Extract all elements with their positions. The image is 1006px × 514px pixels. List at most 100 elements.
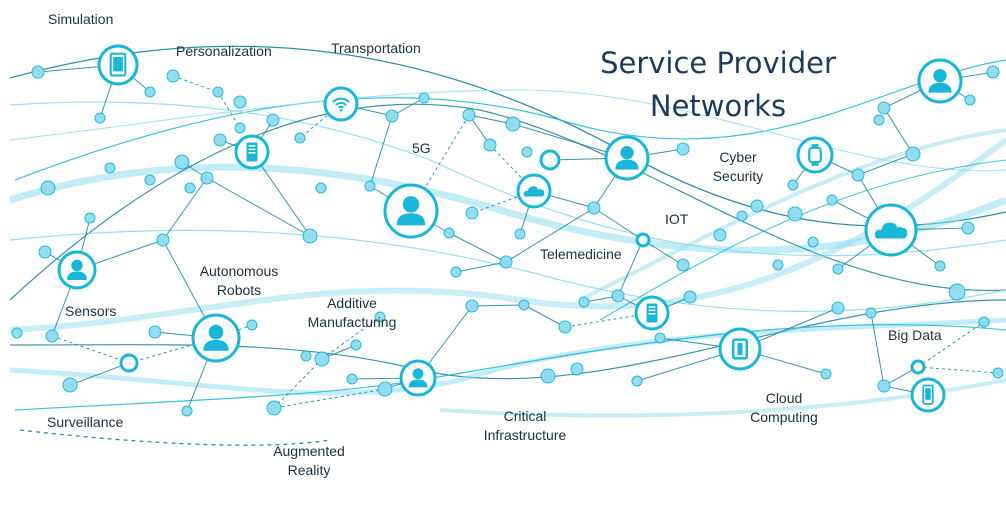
network-link [593,207,644,241]
network-link [523,304,566,328]
network-node-dot [611,289,625,303]
network-node-dot [514,228,526,240]
network-node-dot [787,179,799,191]
network-node-dot [385,109,399,123]
network-node-dot [144,174,156,186]
network-node-dot [350,339,362,351]
network-node-dot [443,227,455,239]
network-node-dot [578,296,590,308]
network-link [917,366,999,374]
network-node-dot [631,375,643,387]
network-node-dot [570,362,584,376]
network-link [162,177,208,241]
network-node-dot [877,379,891,393]
network-node-dot [654,332,666,344]
network-node-dot [521,146,533,158]
network-node-dot [499,255,513,269]
network-link [471,304,525,307]
network-node-dot [119,353,139,373]
network-node-dot [820,368,832,380]
network-node-dot [45,329,59,343]
network-node-dot [851,168,865,182]
network-link [455,261,507,273]
network-node-dot [314,351,330,367]
network-link [273,388,386,409]
network-link [617,239,644,297]
user-icon [399,359,437,397]
diagram-title: Service Provider Networks [600,46,836,123]
network-link [471,190,535,214]
network-node-dot [978,316,990,328]
network-curve [579,128,1006,302]
network-node-dot [418,92,430,104]
network-node-dot [148,325,162,339]
network-node-dot [483,138,497,152]
network-node-dot [450,266,462,278]
network-node-dot [772,259,784,271]
user-icon [917,58,963,104]
user-icon [383,183,439,239]
network-curve [599,159,1006,321]
network-node-dot [539,149,561,171]
label-critical-infrastructure: Critical Infrastructure [483,408,567,443]
network-link [369,115,393,187]
label-5g: 5G [412,140,431,156]
network-node-dot [300,350,312,362]
network-node-dot [865,307,877,319]
network-node-dot [315,182,327,194]
network-node-dot [346,373,358,385]
network-curve [14,324,1006,411]
network-node-dot [174,154,190,170]
network-link [51,335,130,364]
network-node-dot [713,228,727,242]
watch-icon [796,136,834,174]
cloud-icon [864,203,918,257]
user-icon [191,313,241,363]
network-node-dot [246,319,258,331]
server-icon [634,295,670,331]
network-link [69,362,130,386]
network-link [917,321,985,368]
network-node-dot [826,194,838,206]
network-link [448,232,507,263]
label-simulation: Simulation [48,11,114,27]
network-node-dot [213,133,227,147]
label-autonomous-robots: Autonomous Robots [199,263,279,298]
network-node-dot [377,381,393,397]
network-node-dot [787,206,803,222]
network-node-dot [233,95,247,109]
network-hubs [57,44,963,413]
label-surveillance: Surveillance [47,414,124,430]
label-big-data: Big Data [888,327,942,343]
network-node-dot [144,86,156,98]
network-node-dot [40,180,56,196]
network-node-dot [948,283,966,301]
network-node-dot [266,400,282,416]
network-node-dot [676,142,690,156]
network-node-dot [934,260,946,272]
network-link [206,177,311,237]
tablet-icon [97,44,139,86]
server-icon [234,134,270,170]
network-node-dot [558,320,572,334]
wifi-icon [323,86,359,122]
network-node-dot [910,359,926,375]
label-telemedicine: Telemedicine [540,246,622,262]
network-curve [9,229,1006,312]
network-dots [11,65,1004,417]
network-curve [19,429,331,446]
label-augmented-reality: Augmented Reality [273,443,345,478]
network-node-dot [212,86,224,98]
network-node-dot [200,171,214,185]
network-node-dot [750,199,764,213]
network-node-dot [807,236,819,248]
network-node-dot [518,299,530,311]
label-iot: IOT [665,211,689,227]
label-additive-manufacturing: Additive Manufacturing [307,295,397,330]
network-node-dot [94,112,106,124]
network-node-dot [166,69,180,83]
network-node-dot [831,301,845,315]
network-node-dot [266,113,280,127]
network-link [172,75,219,93]
